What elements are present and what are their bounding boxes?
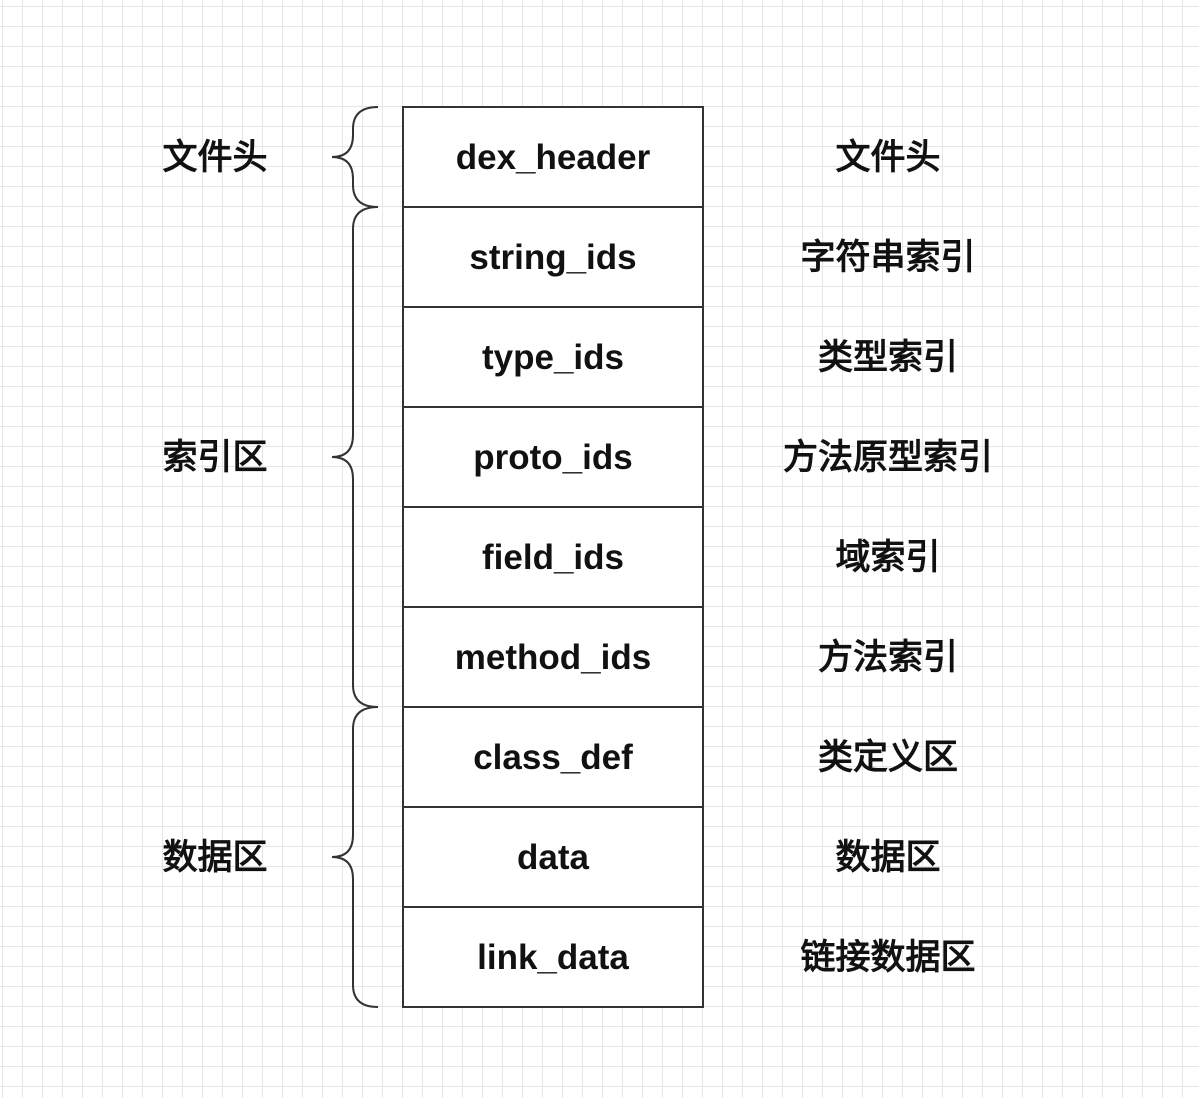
table-cell [402, 506, 704, 608]
dex-structure-table: dex_header string_ids type_ids proto_idsfie… [402, 106, 704, 1008]
row-name: type_ids [482, 338, 624, 377]
row-name: class_def [473, 738, 633, 777]
row-name: dex_header [456, 138, 651, 177]
section-label: 文件头 [162, 138, 267, 178]
table-row: field_ids [402, 506, 704, 608]
section-label: 索引区 [162, 438, 267, 478]
table-cell [402, 606, 704, 708]
row-description: 文件头 [835, 138, 940, 178]
row-description: 链接数据区 [800, 938, 975, 978]
table-cell [402, 906, 704, 1008]
row-description: 方法索引 [818, 638, 958, 678]
row-description: 类型索引 [818, 338, 958, 378]
row-name: data [517, 838, 590, 877]
section-label: 数据区 [162, 838, 267, 878]
section-brace [331, 106, 379, 208]
row-description: 方法原型索引 [783, 438, 993, 478]
row-name: string_ids [469, 238, 636, 277]
row-description: 字符串索引 [800, 238, 975, 278]
row-name: link_data [477, 938, 629, 977]
section-brace [331, 206, 379, 708]
table-cell [402, 306, 704, 408]
section-brace [331, 706, 379, 1008]
table-row: data [402, 806, 704, 908]
table-row: proto_ids [402, 406, 704, 508]
row-name: proto_ids [473, 438, 632, 477]
table-row: type_ids [402, 306, 704, 408]
table-row: link_data [402, 906, 704, 1008]
table-row: dex_header [402, 106, 704, 208]
table-row: class_def [402, 706, 704, 808]
row-name: field_ids [482, 538, 624, 577]
table-row: string_ids [402, 206, 704, 308]
table-cell [402, 806, 704, 908]
table-row: method_ids [402, 606, 704, 708]
table-cell [402, 406, 704, 508]
table-cell [402, 106, 704, 208]
row-description: 域索引 [835, 538, 940, 578]
table-cell [402, 206, 704, 308]
row-description: 类定义区 [818, 738, 958, 778]
row-name: method_ids [455, 638, 651, 677]
row-description: 数据区 [835, 838, 940, 878]
section-braces [331, 106, 379, 1008]
